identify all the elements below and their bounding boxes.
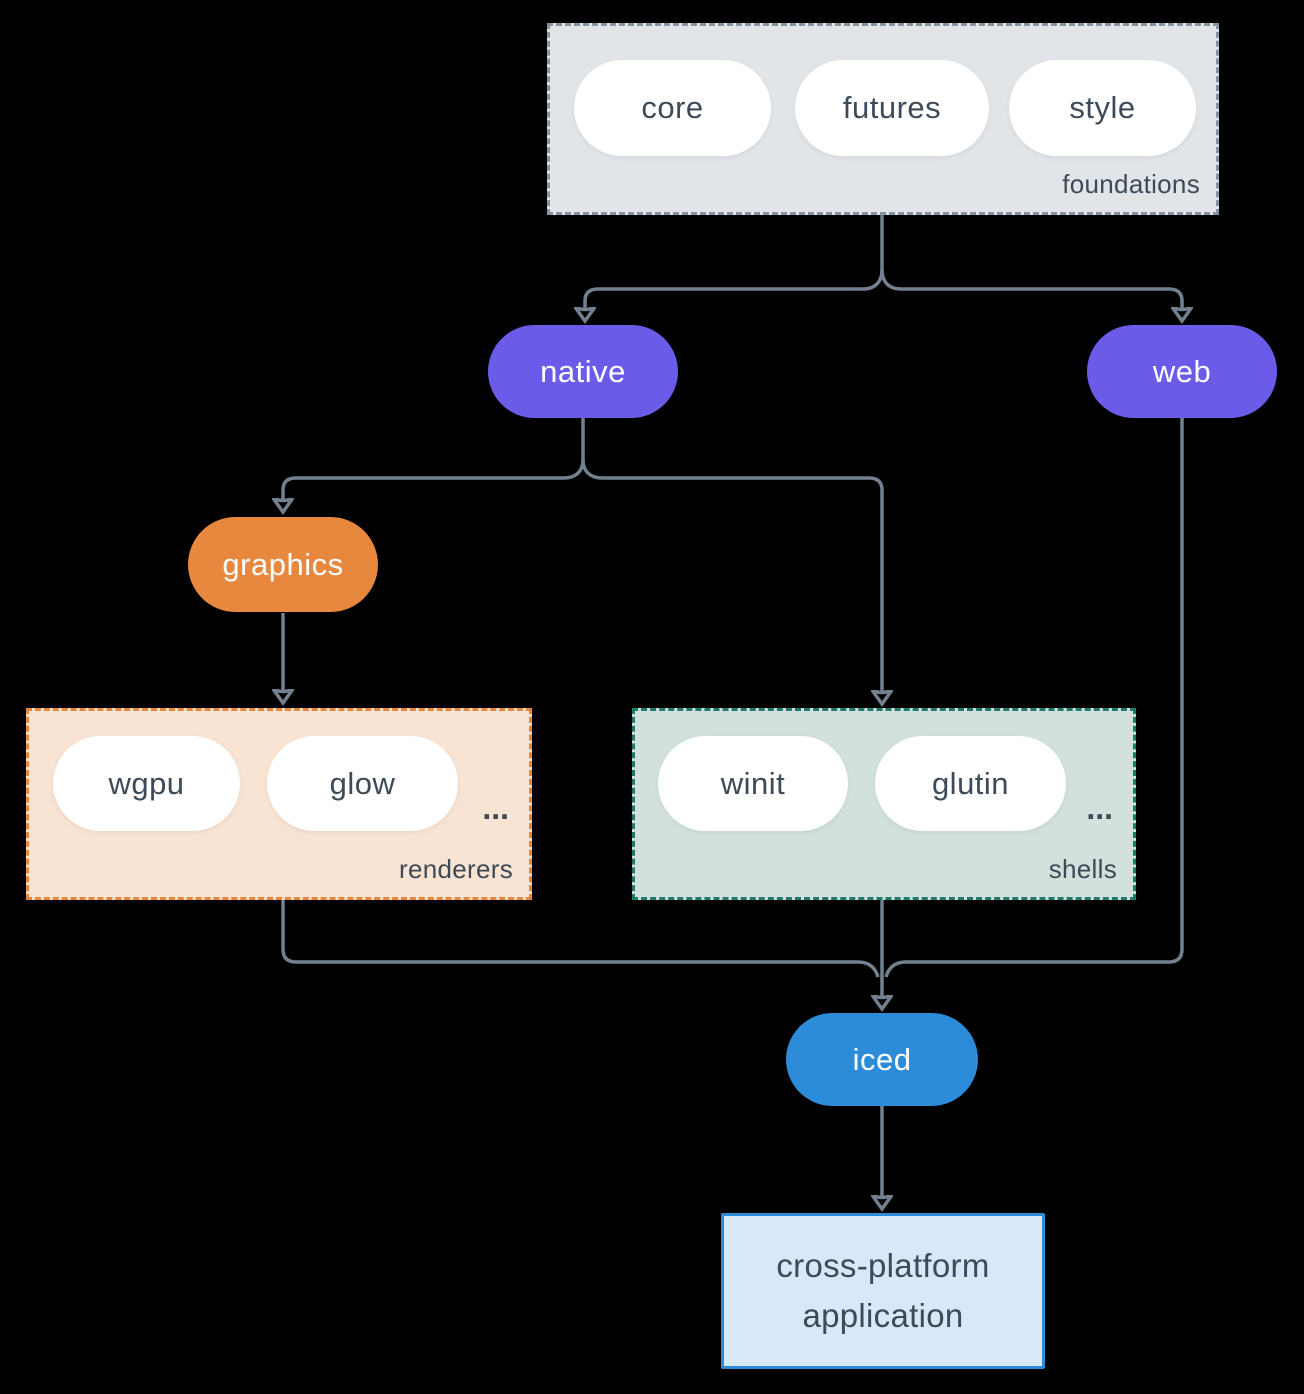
node-native: native [488, 325, 678, 418]
edge-native-to-shells [581, 459, 882, 691]
edge-web-to-merge [884, 418, 1184, 978]
shells-ellipsis: ... [1086, 790, 1113, 826]
node-iced: iced [786, 1013, 978, 1106]
application-label-line2: application [802, 1297, 964, 1334]
foundations-group: core futures style foundations [547, 23, 1219, 215]
node-glutin: glutin [875, 736, 1066, 831]
node-graphics: graphics [188, 517, 378, 612]
node-glow: glow [267, 736, 458, 831]
application-label-line1: cross-platform [776, 1247, 990, 1284]
renderers-group: wgpu glow ... renderers [26, 708, 532, 900]
edge-renderers-to-merge [281, 900, 880, 978]
edge-native-to-graphics [283, 459, 585, 499]
node-core: core [574, 60, 771, 156]
renderers-label: renderers [399, 854, 513, 884]
node-cross-platform-application: cross-platform application [721, 1213, 1045, 1369]
foundations-label: foundations [1062, 169, 1200, 199]
node-futures: futures [795, 60, 989, 156]
node-wgpu: wgpu [53, 736, 240, 831]
renderers-ellipsis: ... [482, 790, 509, 826]
node-style: style [1009, 60, 1196, 156]
shells-group: winit glutin ... shells [632, 708, 1136, 900]
edge-foundations-to-web [880, 269, 1182, 308]
edge-foundations-to-native [585, 269, 884, 308]
shells-label: shells [1048, 854, 1117, 884]
node-web: web [1087, 325, 1277, 418]
node-winit: winit [658, 736, 848, 831]
